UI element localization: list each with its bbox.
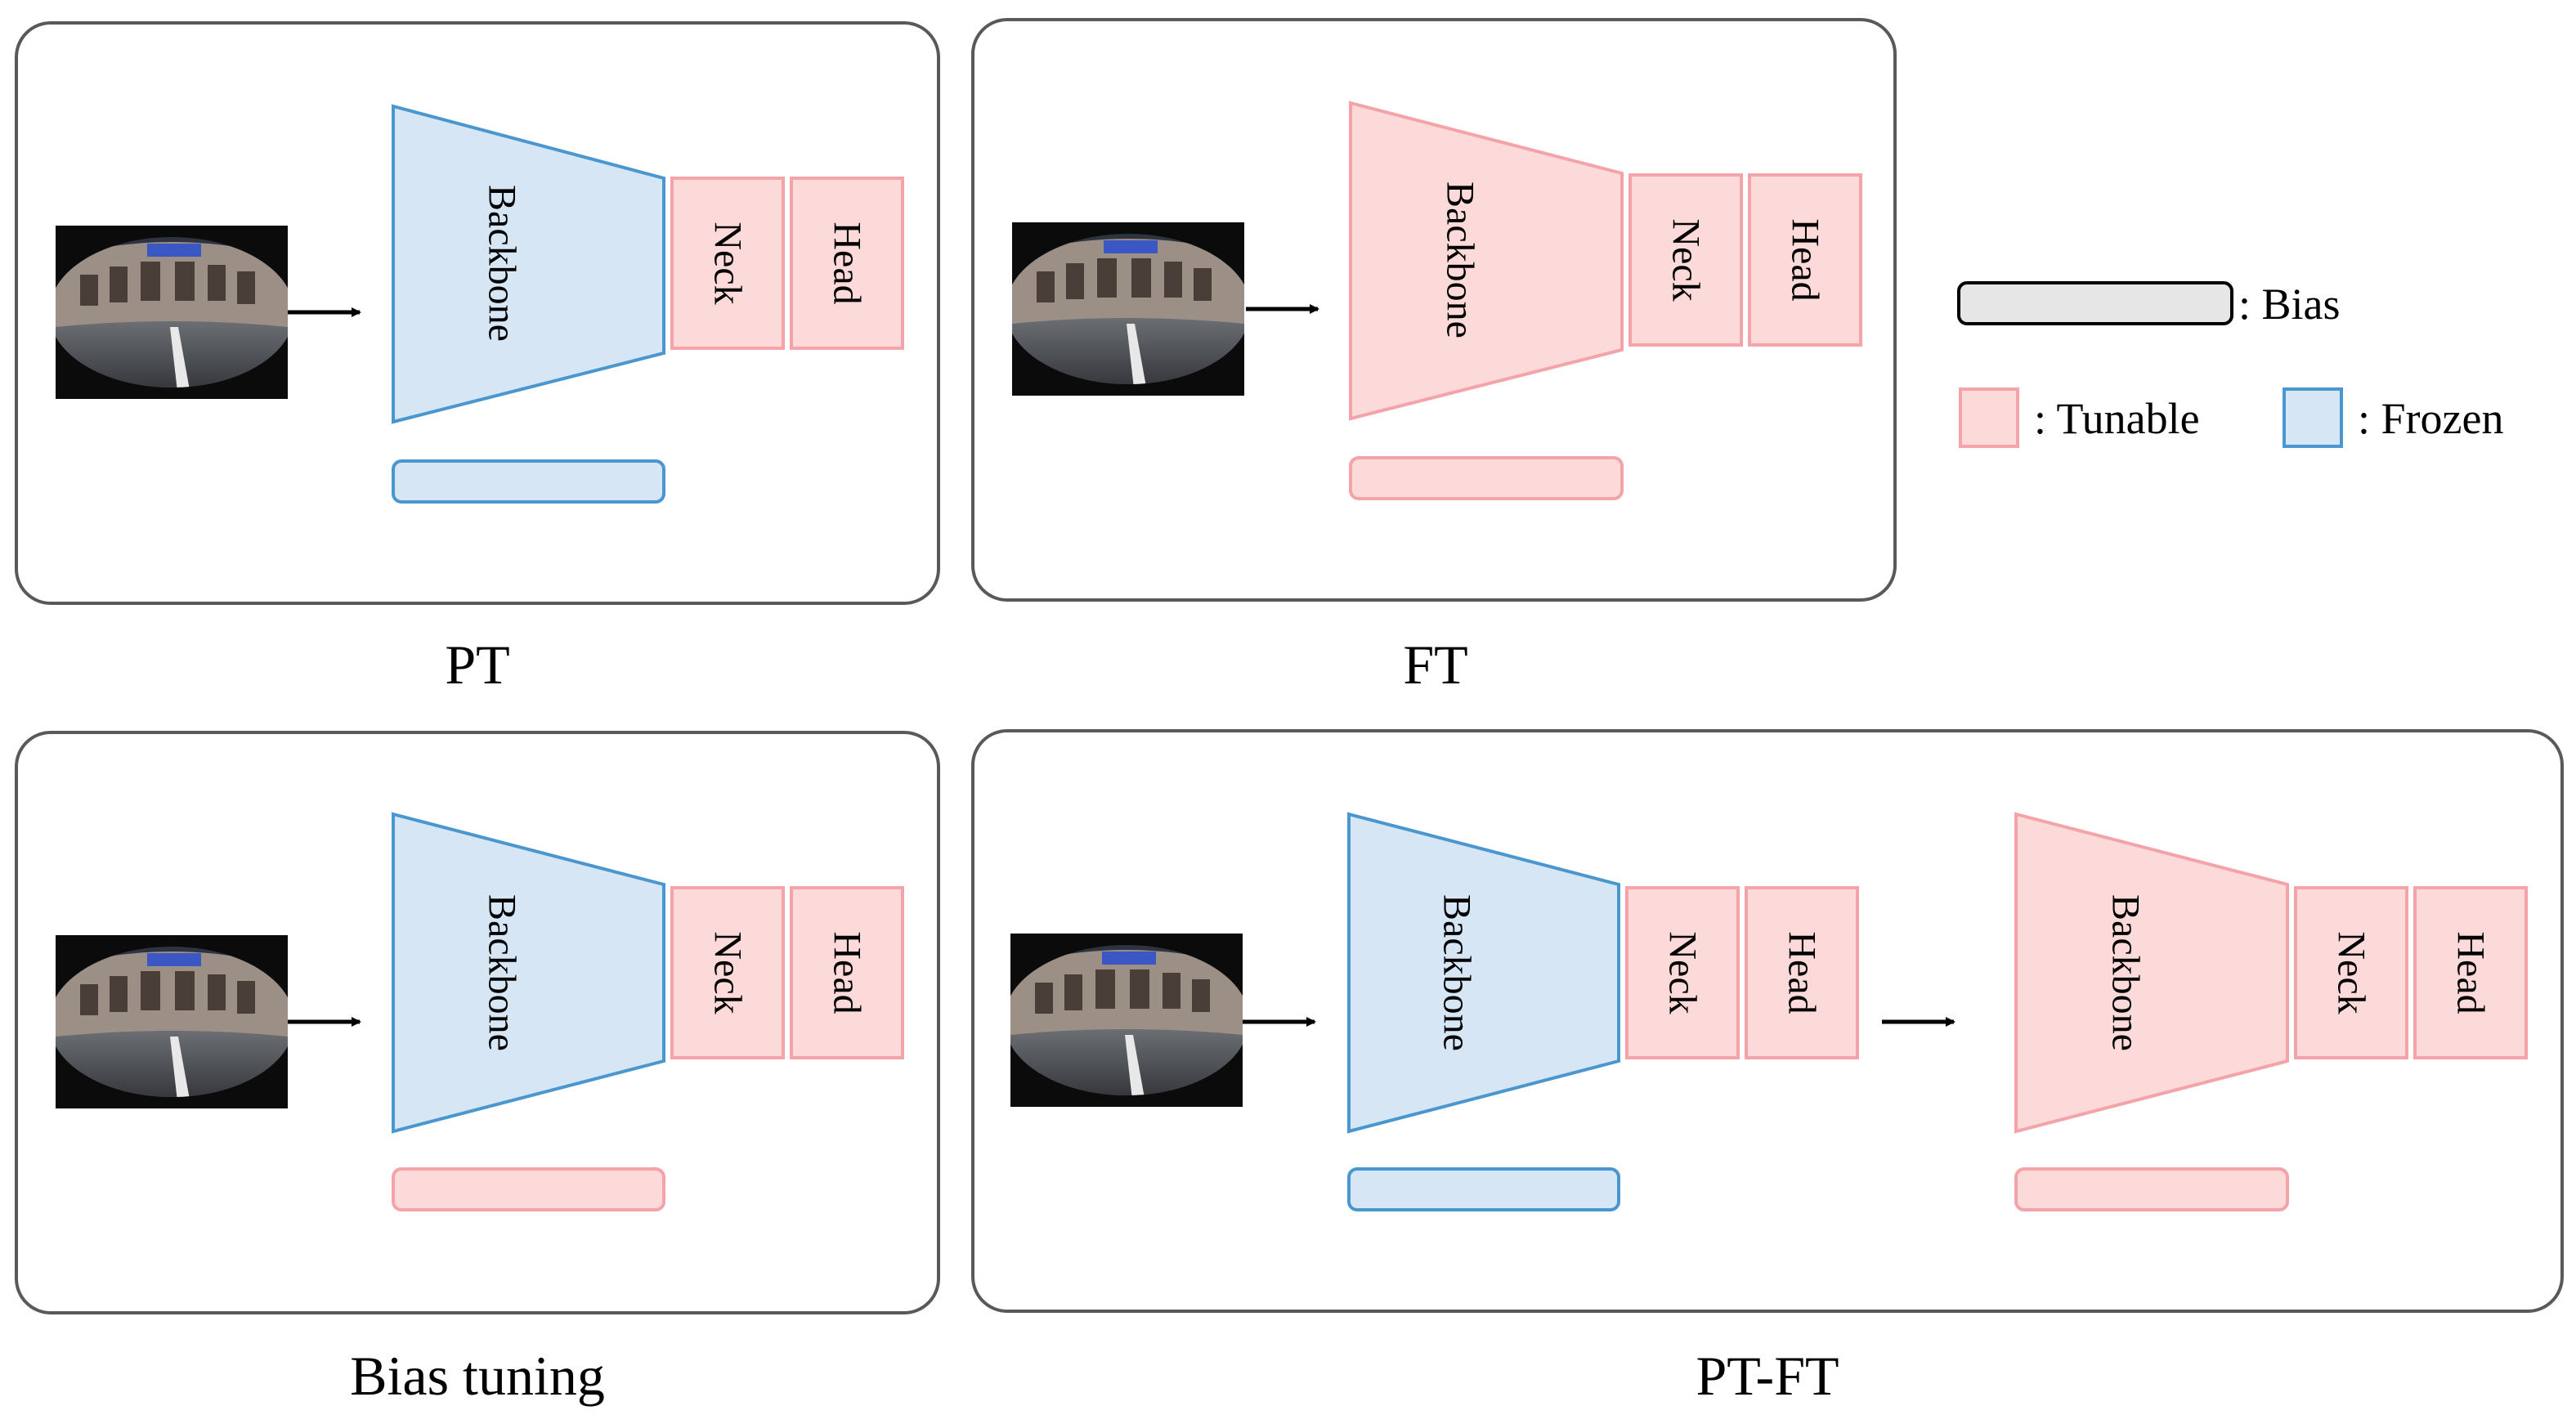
stage2-backbone-block: [2014, 812, 2289, 1134]
fisheye-input-image: [56, 226, 288, 399]
panel-bias-tuning-frame: [15, 731, 940, 1314]
backbone-block: [1349, 101, 1624, 421]
neck-block: [1628, 173, 1743, 347]
backbone-label: Backbone: [481, 185, 524, 342]
stage2-head-block: [2413, 886, 2528, 1059]
head-label: Head: [826, 931, 869, 1014]
backbone-block: [392, 104, 665, 424]
backbone-block: [392, 812, 665, 1134]
stage2-backbone-label: Backbone: [2104, 894, 2148, 1051]
stage1-head-label: Head: [1781, 931, 1824, 1014]
legend-frozen-swatch: [2283, 387, 2343, 448]
stage1-backbone-block: [1347, 812, 1620, 1134]
panel-pt-frame: [15, 21, 940, 605]
fisheye-input-image: [1012, 222, 1244, 396]
stage1-bias-bar: [1347, 1167, 1620, 1211]
legend-bias-label: : Bias: [2238, 280, 2341, 329]
bias-bar: [392, 1167, 665, 1211]
head-block: [790, 886, 904, 1059]
stage2-neck-block: [2294, 886, 2408, 1059]
caption-pt: PT: [445, 634, 509, 696]
caption-ft: FT: [1403, 634, 1467, 696]
panel-pt-ft-frame: [971, 729, 2564, 1313]
neck-label: Neck: [1664, 218, 1708, 301]
legend: : Bias : Tunable : Frozen: [1957, 280, 2503, 448]
panel-ft-frame: [971, 18, 1897, 602]
head-label: Head: [826, 222, 869, 304]
stage1-neck-label: Neck: [1661, 931, 1705, 1014]
legend-tunable-swatch: [1959, 387, 2019, 448]
caption-bias-tuning: Bias tuning: [350, 1345, 605, 1407]
legend-tunable-label: : Tunable: [2034, 394, 2200, 443]
legend-bias-swatch: [1957, 281, 2233, 325]
bias-bar: [1349, 456, 1624, 500]
head-block: [790, 177, 904, 350]
neck-label: Neck: [706, 931, 750, 1014]
fisheye-input-image: [56, 935, 288, 1108]
stage1-backbone-label: Backbone: [1436, 894, 1479, 1051]
stage2-bias-bar: [2014, 1167, 2289, 1211]
panel-pt: Backbone Neck Head: [15, 21, 940, 605]
fisheye-input-image: [1010, 934, 1243, 1107]
legend-frozen-label: : Frozen: [2358, 394, 2503, 443]
neck-block: [670, 177, 785, 350]
backbone-label: Backbone: [481, 894, 524, 1051]
head-block: [1748, 173, 1862, 347]
head-label: Head: [1784, 218, 1827, 301]
stage2-head-label: Head: [2449, 931, 2493, 1014]
backbone-label: Backbone: [1439, 181, 1482, 338]
bias-bar: [392, 459, 665, 504]
stage1-head-block: [1745, 886, 1859, 1059]
panel-pt-ft: Backbone Neck Head Backbone Neck Head: [971, 729, 2564, 1313]
neck-block: [670, 886, 785, 1059]
neck-label: Neck: [706, 222, 750, 304]
stage2-neck-label: Neck: [2330, 931, 2373, 1014]
caption-pt-ft: PT-FT: [1696, 1345, 1839, 1407]
stage1-neck-block: [1625, 886, 1740, 1059]
panel-ft: Backbone Neck Head: [971, 18, 1897, 602]
panel-bias-tuning: Backbone Neck Head: [15, 731, 940, 1314]
